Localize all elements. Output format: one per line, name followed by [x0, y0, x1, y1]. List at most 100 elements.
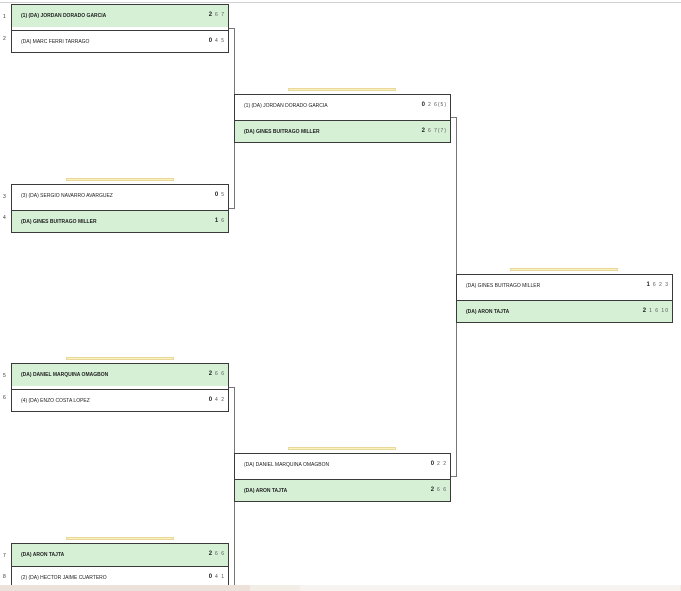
draw-position: 8 [3, 574, 6, 580]
sets-won: 0 [208, 574, 213, 580]
sets-won: 2 [208, 551, 213, 557]
set-scores: 4 1 [215, 574, 225, 580]
player-name: (DA) ARON TAJTA [21, 552, 65, 558]
header-divider [0, 2, 681, 3]
draw-position: 1 [3, 14, 6, 20]
player-name: (DA) DANIEL MARQUINA OMAGBON [244, 462, 330, 468]
player-name: (DA) GINES BUITRAGO MILLER [244, 129, 320, 135]
match-tab [510, 268, 618, 271]
bracket-connector [451, 476, 457, 477]
player-name: (DA) MARC FERRI TARRAGO [21, 39, 90, 45]
player-name: (4) (DA) ENZO COSTA LOPEZ [21, 398, 90, 404]
sets-won: 2 [430, 487, 435, 493]
bracket-connector [229, 28, 235, 29]
match-tab [66, 178, 174, 181]
sets-won: 1 [646, 282, 650, 288]
sets-won: 2 [208, 12, 213, 18]
bracket-connector [451, 117, 457, 118]
player-name: (2) (DA) HECTOR JAIME CUARTERO [21, 575, 107, 581]
player-name: (DA) GINES BUITRAGO MILLER [21, 219, 97, 225]
sets-won: 2 [208, 371, 213, 377]
sets-won: 2 [421, 128, 425, 134]
sets-won: 1 [214, 218, 219, 224]
draw-position: 2 [3, 36, 6, 42]
set-scores: 4 2 [215, 397, 225, 403]
draw-position: 7 [3, 553, 6, 559]
set-scores: 5 [221, 192, 225, 198]
set-scores: 6 [221, 218, 225, 224]
player-name: (1) (DA) JORDAN DORADO GARCIA [21, 13, 107, 19]
sets-won: 0 [430, 461, 435, 467]
draw-position: 6 [3, 395, 6, 401]
set-scores: 6 7(7) [427, 128, 447, 134]
sets-won: 0 [208, 38, 213, 44]
draw-position: 3 [3, 194, 6, 200]
set-scores: 6 2 3 [652, 282, 669, 288]
sets-won: 0 [214, 192, 219, 198]
set-scores: 6 6 [437, 487, 447, 493]
player-name: (1) (DA) JORDAN DORADO GARCIA [244, 103, 328, 109]
set-scores: 6 6 [215, 551, 225, 557]
set-scores: 6 6 [215, 371, 225, 377]
player-name: (DA) GINES BUITRAGO MILLER [466, 283, 541, 289]
match-tab [66, 357, 174, 360]
match-tab [288, 447, 396, 450]
set-scores: 1 6 10 [649, 308, 669, 314]
set-scores: 2 2 [437, 461, 447, 467]
scrollbar-track[interactable] [300, 585, 680, 591]
set-scores: 2 6(5) [427, 102, 447, 108]
match-tab [66, 537, 174, 540]
player-name: (3) (DA) SERGIO NAVARRO AVARGUEZ [21, 193, 113, 199]
scrollbar-thumb[interactable] [0, 585, 250, 591]
player-name: (DA) ARON TAJTA [466, 309, 510, 315]
horizontal-scrollbar[interactable] [0, 585, 681, 591]
player-name: (DA) DANIEL MARQUINA OMAGBON [21, 372, 109, 378]
bracket-connector [229, 208, 235, 209]
sets-won: 0 [421, 102, 425, 108]
bracket-connector [229, 387, 235, 388]
draw-position: 4 [3, 215, 6, 221]
set-scores: 4 5 [215, 38, 225, 44]
sets-won: 2 [642, 308, 647, 314]
match-tab [288, 88, 396, 91]
player-name: (DA) ARON TAJTA [244, 488, 288, 494]
set-scores: 6 7 [215, 12, 225, 18]
sets-won: 0 [208, 397, 213, 403]
draw-position: 5 [3, 373, 6, 379]
